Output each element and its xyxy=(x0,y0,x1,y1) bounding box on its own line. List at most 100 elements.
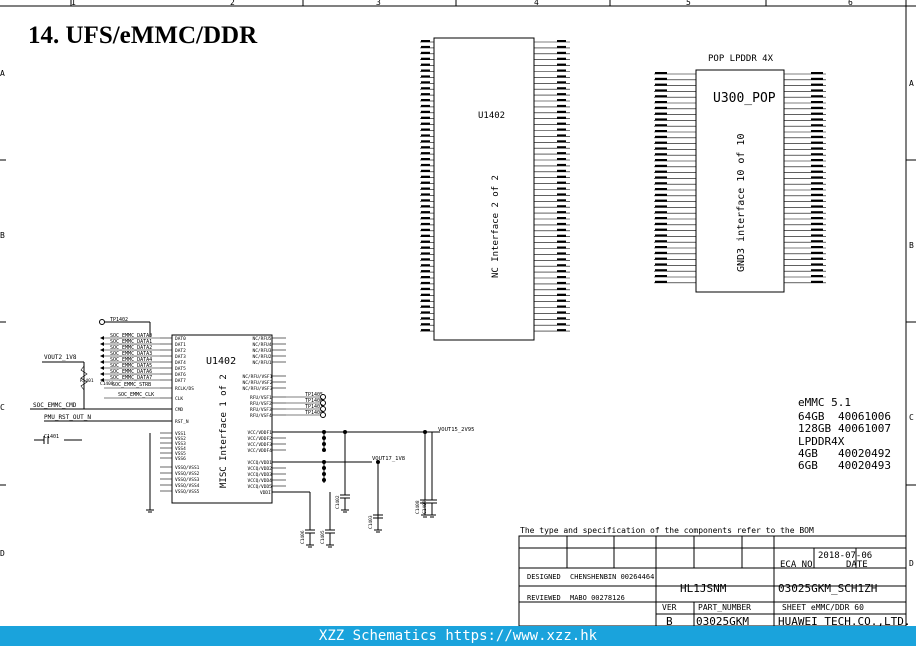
pin-mark xyxy=(811,176,823,179)
pin-mark xyxy=(557,146,566,149)
pin-mark xyxy=(421,75,430,78)
pin-mark xyxy=(421,187,430,190)
pin-mark xyxy=(557,40,566,42)
pin-mark xyxy=(557,187,566,190)
u1402-nc-part-label: NC Interface 2 of 2 xyxy=(491,175,501,278)
pin-mark xyxy=(655,77,667,80)
pin-mark xyxy=(655,118,667,121)
net-arrow xyxy=(100,342,104,346)
vout15-net-label: VOUT15_2V95 xyxy=(438,427,474,433)
pin-mark xyxy=(557,51,566,54)
pin-mark xyxy=(421,276,430,278)
ruler-row-label: D xyxy=(909,559,914,568)
pin-mark xyxy=(421,169,430,172)
misc-left-pin-label: VSS5 xyxy=(175,451,186,457)
pin-mark xyxy=(421,211,430,214)
u300-part-label: GND3 interface 10 of 10 xyxy=(736,134,747,272)
pin-mark xyxy=(655,269,667,272)
pin-mark xyxy=(811,77,823,80)
pin-mark xyxy=(811,188,823,190)
u1402-nc-refdes: U1402 xyxy=(478,111,505,121)
pin-mark xyxy=(421,234,430,237)
vout17-net-label: VOUT17_1V8 xyxy=(372,456,405,462)
pin-mark xyxy=(811,275,823,277)
data-net-label: SOC_EMMC_DATA7 xyxy=(110,375,152,381)
misc-left-pin-label: VSS4 xyxy=(175,446,186,452)
pin-mark xyxy=(811,89,823,92)
pin-mark xyxy=(811,217,823,219)
misc-left-pin-label: VSSQ/VSS5 xyxy=(175,489,200,495)
test-point-pad xyxy=(320,406,326,412)
pin-mark xyxy=(811,72,823,74)
pin-mark xyxy=(655,193,667,196)
pin-mark xyxy=(557,252,566,255)
pin-mark xyxy=(811,251,823,254)
reviewed-by: MABO 00278126 xyxy=(570,594,625,602)
misc-right-pin-label: VCC/VDDF1 xyxy=(248,430,273,436)
pin-mark xyxy=(655,106,667,109)
misc-left-pin-label: CMD xyxy=(175,407,183,413)
pin-mark xyxy=(811,170,823,173)
pin-mark xyxy=(557,329,566,332)
misc-left-pin-label: DAT2 xyxy=(175,348,186,354)
u1402-misc-part-label: MISC Interface 1 of 2 xyxy=(219,374,229,488)
pin-mark xyxy=(557,323,566,326)
pin-mark xyxy=(655,164,667,167)
ruler-col-label: 1 xyxy=(71,0,76,7)
pin-mark xyxy=(811,205,823,208)
company-name: HUAWEI TECH.CO.,LTD. xyxy=(778,615,911,628)
pin-mark xyxy=(557,140,566,143)
junction-dot xyxy=(322,466,326,470)
pin-mark xyxy=(811,106,823,109)
ruler-col-label: 2 xyxy=(230,0,235,7)
pin-mark xyxy=(557,299,566,302)
pin-mark xyxy=(811,257,823,260)
data-net-label: SOC_EMMC_DATA6 xyxy=(110,369,152,375)
pin-mark xyxy=(557,181,566,184)
pin-mark xyxy=(557,293,566,296)
junction-dot xyxy=(322,448,326,452)
reviewed-label: REVIEWED xyxy=(527,594,561,602)
footer-banner[interactable]: XZZ Schematics https://www.xzz.hk xyxy=(0,626,916,646)
net-arrow xyxy=(100,348,104,352)
page-title: 14. UFS/eMMC/DDR xyxy=(28,22,258,49)
cap-label: C1405 xyxy=(320,530,326,544)
data-net-label: SOC_EMMC_DATA4 xyxy=(110,357,152,363)
misc-right-pin-label: NC/RFU/VSF1 xyxy=(243,374,273,380)
pin-mark xyxy=(557,234,566,237)
pin-mark xyxy=(557,264,566,267)
misc-right-pin-label: RFU/VSF2 xyxy=(250,401,272,407)
data-net-label: SOC_EMMC_DATA2 xyxy=(110,345,152,351)
pin-mark xyxy=(811,112,823,115)
ruler-row-label: B xyxy=(0,231,5,240)
ver-label: VER xyxy=(662,603,677,612)
misc-right-pin-label: RFU/VSF4 xyxy=(250,413,272,419)
pin-mark xyxy=(811,234,823,237)
designed-label: DESIGNED xyxy=(527,573,561,581)
test-point-pad xyxy=(320,412,326,418)
pin-mark xyxy=(557,75,566,78)
pin-mark xyxy=(557,193,566,196)
junction-dot xyxy=(343,430,347,434)
pin-mark xyxy=(811,199,823,202)
pin-mark xyxy=(557,228,566,231)
pin-mark xyxy=(557,87,566,90)
misc-right-pin-label: NC/RFU1 xyxy=(253,360,272,366)
pin-mark xyxy=(557,199,566,202)
pin-mark xyxy=(557,116,566,119)
pin-mark xyxy=(557,45,566,48)
pin-mark xyxy=(557,81,566,84)
misc-right-pin-label: RFU/VSF1 xyxy=(250,395,272,401)
pin-mark xyxy=(421,199,430,202)
pin-mark xyxy=(421,81,430,84)
net-arrow xyxy=(100,360,104,364)
pin-mark xyxy=(655,147,667,150)
junction-dot xyxy=(423,430,427,434)
pin-mark xyxy=(655,263,667,266)
pin-mark xyxy=(557,240,566,243)
misc-left-pin-label: VSS2 xyxy=(175,436,186,442)
pin-mark xyxy=(421,122,430,125)
misc-right-pin-label: VCC/VDDF4 xyxy=(248,448,273,454)
sheet-label: SHEET eMMC/DDR 60 xyxy=(782,603,864,612)
pin-mark xyxy=(421,93,430,96)
